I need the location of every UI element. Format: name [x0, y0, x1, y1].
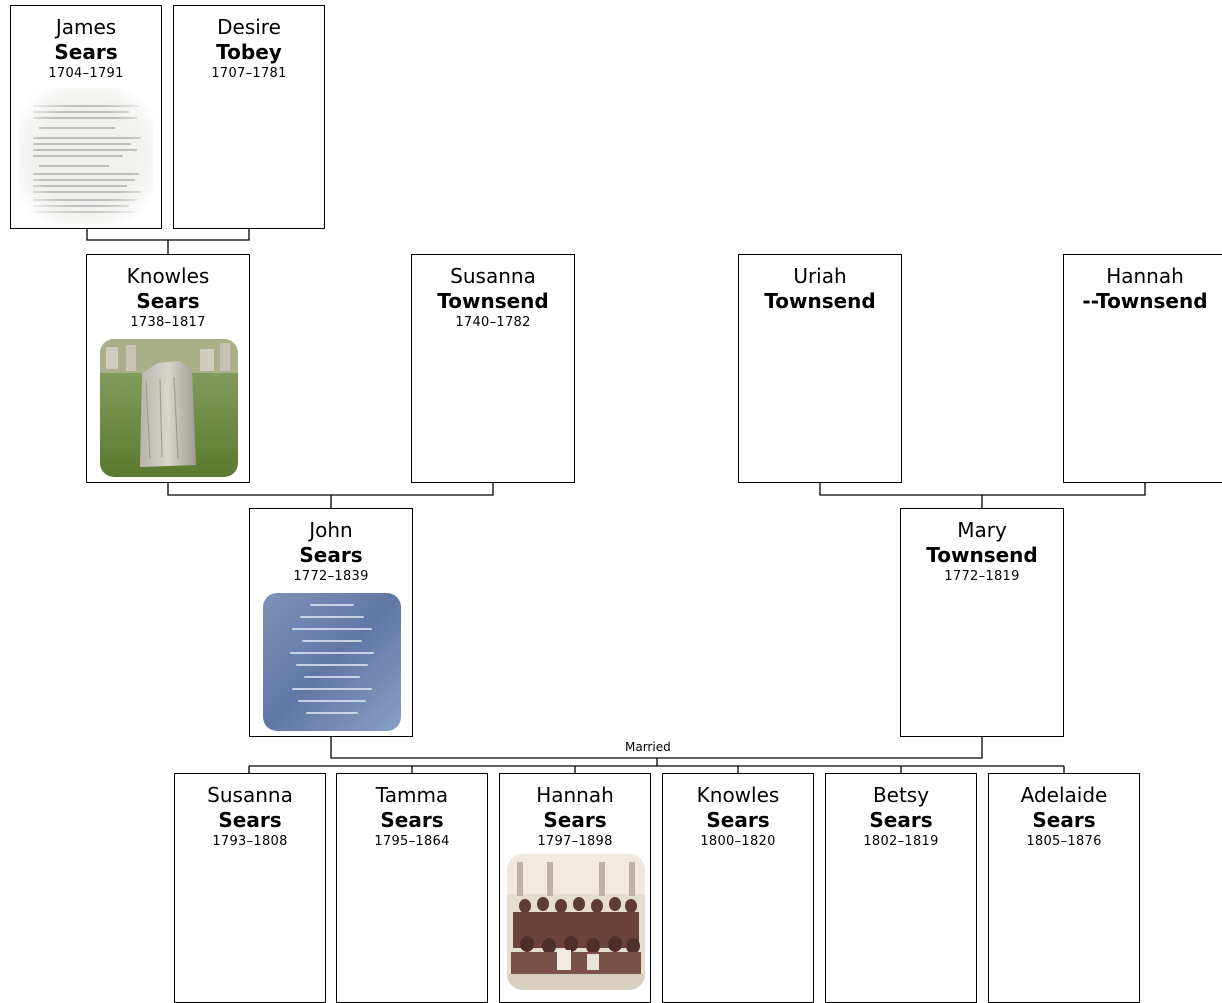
- engraved-gravestone-photo[interactable]: [263, 593, 401, 731]
- given-name: Desire: [217, 15, 281, 39]
- given-name: Tamma: [375, 783, 449, 807]
- given-name: Susanna: [450, 264, 536, 288]
- connector-james-desire: [86, 229, 250, 254]
- given-name: James: [55, 15, 117, 39]
- given-name: Betsy: [872, 783, 930, 807]
- given-name: Knowles: [696, 783, 780, 807]
- given-name: Knowles: [126, 264, 210, 288]
- connector-uriah-hannah: [819, 483, 1146, 508]
- surname: Townsend: [764, 289, 876, 313]
- given-name: John: [309, 518, 353, 542]
- given-name: Uriah: [793, 264, 847, 288]
- life-dates: 1800–1820: [700, 834, 776, 849]
- surname: Sears: [136, 289, 200, 313]
- surname: Sears: [299, 543, 363, 567]
- surname: Sears: [1032, 808, 1096, 832]
- document-scan-photo[interactable]: [19, 88, 153, 224]
- child-card[interactable]: Knowles Sears 1800–1820: [662, 773, 814, 1003]
- life-dates: 1795–1864: [374, 834, 450, 849]
- person-card-knowles-sears[interactable]: Knowles Sears 1738–1817: [86, 254, 250, 483]
- group-portrait-photo[interactable]: [507, 854, 645, 990]
- surname: --Townsend: [1082, 289, 1208, 313]
- surname: Sears: [54, 40, 118, 64]
- life-dates: 1740–1782: [455, 315, 531, 330]
- life-dates: 1802–1819: [863, 834, 939, 849]
- child-card[interactable]: Adelaide Sears 1805–1876: [988, 773, 1140, 1003]
- given-name: Adelaide: [1020, 783, 1108, 807]
- life-dates: 1707–1781: [211, 66, 287, 81]
- life-dates: 1772–1819: [944, 569, 1020, 584]
- given-name: Susanna: [207, 783, 293, 807]
- child-card[interactable]: Susanna Sears 1793–1808: [174, 773, 326, 1003]
- surname: Townsend: [926, 543, 1038, 567]
- life-dates: 1797–1898: [537, 834, 613, 849]
- surname: Tobey: [216, 40, 282, 64]
- gravestone-photo[interactable]: [100, 339, 238, 477]
- connector-knowles-susanna: [167, 483, 494, 508]
- life-dates: 1704–1791: [48, 66, 124, 81]
- surname: Sears: [218, 808, 282, 832]
- person-card-susanna-townsend[interactable]: Susanna Townsend 1740–1782: [411, 254, 575, 483]
- life-dates: 1772–1839: [293, 569, 369, 584]
- life-dates: 1793–1808: [212, 834, 288, 849]
- surname: Townsend: [437, 289, 549, 313]
- connector-children: [248, 758, 1065, 773]
- life-dates: 1738–1817: [130, 315, 206, 330]
- child-card[interactable]: Betsy Sears 1802–1819: [825, 773, 977, 1003]
- surname: Sears: [543, 808, 607, 832]
- surname: Sears: [706, 808, 770, 832]
- surname: Sears: [869, 808, 933, 832]
- person-card-mary-townsend[interactable]: Mary Townsend 1772–1819: [900, 508, 1064, 737]
- surname: Sears: [380, 808, 444, 832]
- child-card[interactable]: Hannah Sears 1797–1898: [499, 773, 651, 1003]
- married-label: Married: [623, 740, 673, 754]
- given-name: Mary: [957, 518, 1007, 542]
- person-card-uriah-townsend[interactable]: Uriah Townsend: [738, 254, 902, 483]
- person-card-desire-tobey[interactable]: Desire Tobey 1707–1781: [173, 5, 325, 229]
- life-dates: 1805–1876: [1026, 834, 1102, 849]
- child-card[interactable]: Tamma Sears 1795–1864: [336, 773, 488, 1003]
- given-name: Hannah: [1106, 264, 1184, 288]
- given-name: Hannah: [536, 783, 614, 807]
- person-card-james-sears[interactable]: James Sears 1704–1791: [10, 5, 162, 229]
- person-card-hannah-townsend[interactable]: Hannah --Townsend: [1063, 254, 1222, 483]
- person-card-john-sears[interactable]: John Sears 1772–1839: [249, 508, 413, 737]
